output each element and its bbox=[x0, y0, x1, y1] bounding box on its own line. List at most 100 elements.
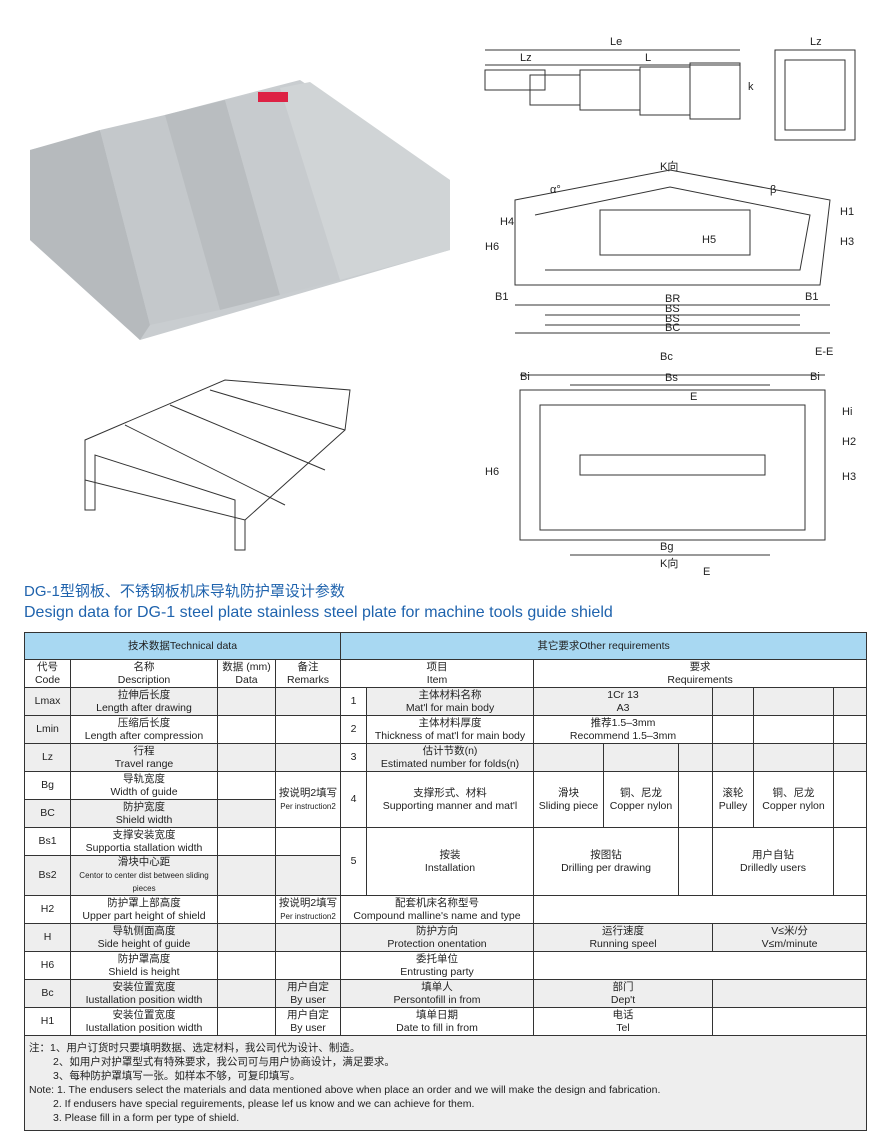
table-cell bbox=[678, 827, 714, 896]
other-requirements-header: 其它要求Other requirements bbox=[340, 632, 868, 660]
cell-text: Recommend 1.5–3mm bbox=[569, 729, 677, 742]
label-h1: H1 bbox=[840, 206, 854, 218]
table-cell bbox=[678, 743, 714, 772]
cell-text: 估计节数(n) bbox=[422, 744, 478, 757]
cell-text: Compound malline's name and type bbox=[353, 909, 521, 922]
technical-data-header: 技术数据Technical data bbox=[23, 632, 342, 660]
table-cell: 估计节数(n)Estimated number for folds(n) bbox=[366, 743, 535, 772]
cell-text: By user bbox=[290, 1021, 326, 1034]
cell-text: 滑块 bbox=[558, 786, 580, 799]
data-input[interactable] bbox=[217, 855, 276, 896]
table-cell bbox=[678, 771, 714, 828]
cell-text: 填单人 bbox=[421, 980, 453, 993]
table-cell bbox=[533, 743, 605, 772]
data-input[interactable] bbox=[217, 923, 276, 952]
table-cell: Bc bbox=[24, 979, 71, 1008]
label-bg: Bg bbox=[660, 541, 673, 553]
table-cell: H6 bbox=[24, 951, 71, 980]
data-input[interactable] bbox=[533, 895, 868, 924]
cell-text: Drilling per drawing bbox=[561, 861, 651, 874]
table-cell: 3 bbox=[340, 743, 368, 772]
data-input[interactable] bbox=[217, 1007, 276, 1036]
cell-text: 支撑安装宽度 bbox=[112, 828, 176, 841]
label-bs-bottom: Bs bbox=[665, 372, 678, 384]
cell-text: 防护罩上部高度 bbox=[107, 896, 181, 909]
cell-text: Width of guide bbox=[110, 785, 178, 798]
cell-text: 1Cr 13 bbox=[607, 688, 639, 701]
cell-text: Description bbox=[117, 673, 171, 686]
cell-text: 用户自钻 bbox=[752, 848, 795, 861]
table-cell bbox=[274, 951, 342, 980]
cell-text: 安装位置宽度 bbox=[112, 1008, 176, 1021]
data-input[interactable] bbox=[217, 799, 276, 828]
label-h6-bottom: H6 bbox=[485, 466, 499, 478]
table-cell bbox=[833, 715, 868, 744]
cell-text: 防护方向 bbox=[416, 924, 459, 937]
table-cell bbox=[274, 687, 342, 716]
data-input[interactable] bbox=[217, 951, 276, 980]
label-k: k bbox=[748, 81, 754, 93]
table-cell: BC bbox=[24, 799, 71, 828]
cell-text: Per instruction2 bbox=[280, 911, 336, 921]
label-sticker bbox=[258, 92, 288, 102]
label-lz: Lz bbox=[520, 52, 532, 64]
data-input[interactable] bbox=[217, 715, 276, 744]
cell-text: 防护宽度 bbox=[123, 800, 165, 813]
cell-text: 代号 bbox=[37, 660, 58, 673]
table-cell: 数据 (mm)Data bbox=[217, 659, 276, 688]
table-cell bbox=[753, 687, 835, 716]
cell-text: 按装 bbox=[439, 848, 461, 861]
cell-text: Persontofill in from bbox=[393, 993, 481, 1006]
table-cell bbox=[833, 827, 868, 896]
data-input[interactable] bbox=[217, 687, 276, 716]
data-input[interactable] bbox=[533, 951, 868, 980]
cell-text: 委托单位 bbox=[416, 952, 459, 965]
label-bi-left: Bi bbox=[520, 371, 530, 383]
label-alpha: α° bbox=[550, 184, 561, 196]
label-bs-outer: BS bbox=[665, 313, 680, 325]
cell-text: A3 bbox=[616, 701, 630, 714]
data-input[interactable] bbox=[217, 743, 276, 772]
cell-text: 滚轮 bbox=[722, 786, 744, 799]
cell-text: Copper nylon bbox=[762, 799, 825, 812]
cell-text: 铜、尼龙 bbox=[772, 786, 815, 799]
label-le: Le bbox=[610, 36, 622, 48]
cell-text: Length after drawing bbox=[96, 701, 192, 714]
table-cell bbox=[712, 743, 755, 772]
table-cell: Lz bbox=[24, 743, 71, 772]
cell-text: 主体材料名称 bbox=[418, 688, 482, 701]
data-input[interactable] bbox=[217, 979, 276, 1008]
cell-text: Protection onentation bbox=[387, 937, 487, 950]
data-input[interactable] bbox=[217, 895, 276, 924]
table-cell bbox=[274, 743, 342, 772]
cell-text: 主体材料厚度 bbox=[418, 716, 482, 729]
title-english: Design data for DG-1 steel plate stainle… bbox=[24, 604, 613, 621]
cell-text: Installation bbox=[424, 861, 476, 874]
cell-text: 按说明2填写 bbox=[278, 786, 338, 799]
title-chinese: DG-1型钢板、不锈钢板机床导轨防护罩设计参数 bbox=[24, 583, 345, 600]
label-h5: H5 bbox=[702, 234, 716, 246]
label-e-top: E bbox=[690, 391, 697, 403]
table-cell: H1 bbox=[24, 1007, 71, 1036]
data-input[interactable] bbox=[217, 771, 276, 800]
label-lz-side: Lz bbox=[810, 36, 822, 48]
data-input[interactable] bbox=[217, 827, 276, 856]
cell-text: Shield is height bbox=[108, 965, 180, 978]
cell-text: V≤m/minute bbox=[761, 937, 818, 950]
cell-text: 数据 (mm) bbox=[222, 660, 271, 673]
